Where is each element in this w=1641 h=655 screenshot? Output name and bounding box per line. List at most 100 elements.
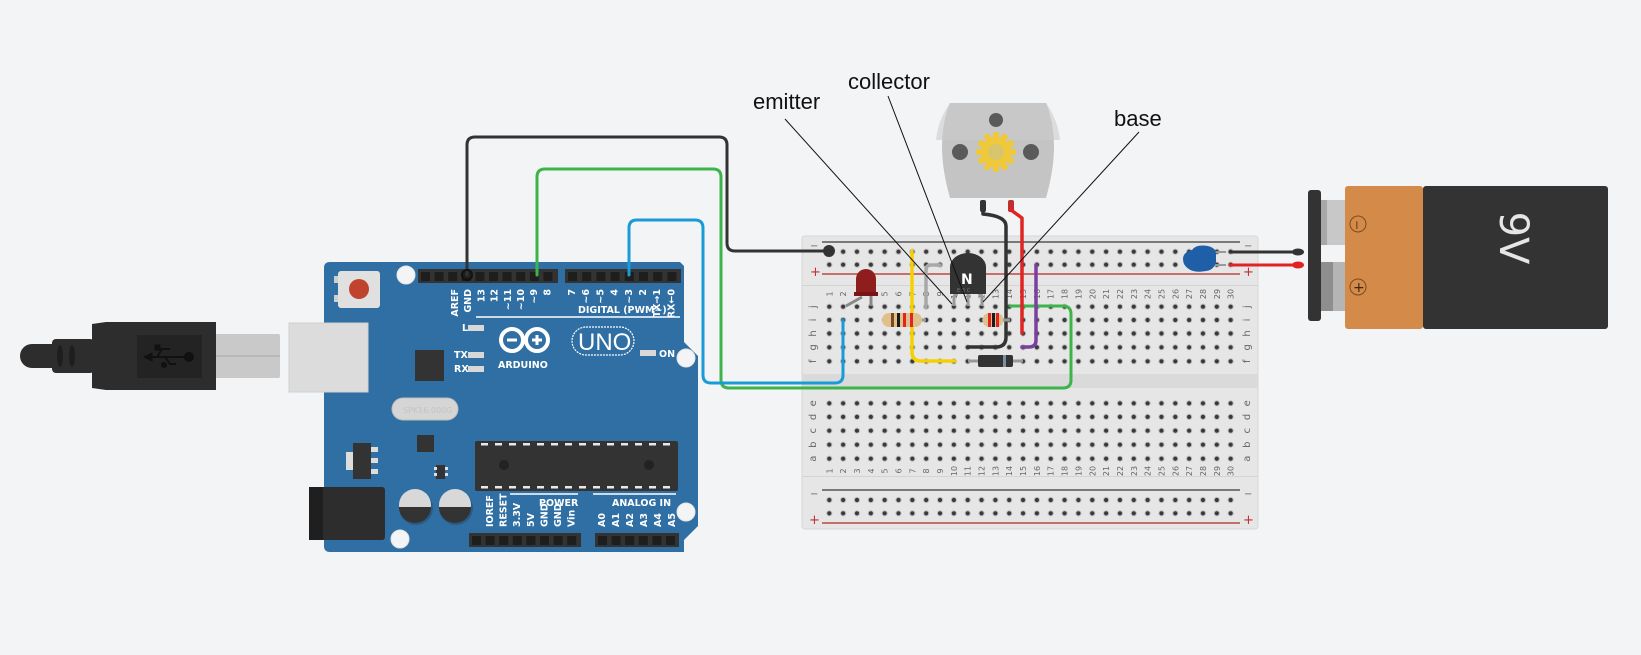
breadboard-hole[interactable]: [909, 400, 916, 407]
breadboard-hole[interactable]: [1103, 316, 1110, 324]
breadboard-hole[interactable]: [1061, 496, 1068, 504]
breadboard-hole[interactable]: [1199, 303, 1207, 310]
breadboard-hole[interactable]: [1089, 455, 1096, 462]
breadboard-hole[interactable]: [1130, 316, 1137, 324]
header-socket[interactable]: [461, 272, 471, 281]
breadboard-hole[interactable]: [1186, 441, 1193, 448]
header-socket[interactable]: [568, 272, 577, 281]
breadboard-hole[interactable]: [1172, 441, 1179, 448]
breadboard-hole[interactable]: [840, 303, 847, 310]
breadboard-hole[interactable]: [1006, 400, 1013, 407]
breadboard-hole[interactable]: [1227, 427, 1234, 434]
breadboard-hole[interactable]: [1075, 261, 1082, 268]
breadboard-hole[interactable]: [909, 455, 916, 462]
breadboard-hole[interactable]: [1047, 261, 1054, 268]
breadboard-hole[interactable]: [840, 413, 847, 420]
breadboard-hole[interactable]: [1213, 316, 1220, 324]
breadboard-hole[interactable]: [1089, 441, 1096, 448]
breadboard-hole[interactable]: [1130, 344, 1137, 351]
breadboard-hole[interactable]: [826, 441, 833, 448]
breadboard-hole[interactable]: [978, 413, 985, 420]
breadboard-hole[interactable]: [1186, 455, 1193, 462]
purple-jumper[interactable]: [1020, 263, 1038, 349]
breadboard-hole[interactable]: [1019, 496, 1027, 504]
breadboard-hole[interactable]: [1227, 316, 1234, 324]
breadboard-hole[interactable]: [1227, 400, 1234, 407]
breadboard-hole[interactable]: [1019, 413, 1027, 420]
gnd-pin-endpoint[interactable]: [461, 269, 473, 281]
breadboard-hole[interactable]: [909, 496, 916, 504]
breadboard-hole[interactable]: [1144, 330, 1151, 337]
breadboard-hole[interactable]: [881, 413, 888, 420]
breadboard-hole[interactable]: [950, 330, 957, 337]
header-socket[interactable]: [543, 272, 553, 281]
breadboard-hole[interactable]: [853, 441, 861, 448]
breadboard-hole[interactable]: [1061, 510, 1068, 517]
breadboard-hole[interactable]: [964, 400, 971, 407]
breadboard-hole[interactable]: [1061, 441, 1068, 448]
breadboard-hole[interactable]: [826, 427, 833, 434]
breadboard-hole[interactable]: [1186, 344, 1193, 351]
breadboard-hole[interactable]: [936, 441, 944, 448]
breadboard-hole[interactable]: [881, 248, 888, 255]
breadboard-hole[interactable]: [840, 441, 847, 448]
breadboard-hole[interactable]: [826, 455, 833, 462]
breadboard-hole[interactable]: [992, 510, 999, 517]
breadboard-hole[interactable]: [1199, 510, 1207, 517]
breadboard-hole[interactable]: [867, 248, 874, 255]
breadboard-hole[interactable]: [1019, 455, 1027, 462]
header-socket[interactable]: [667, 272, 677, 281]
breadboard-hole[interactable]: [1158, 344, 1165, 351]
breadboard-hole[interactable]: [1075, 496, 1082, 504]
header-socket[interactable]: [472, 536, 481, 545]
breadboard-hole[interactable]: [923, 510, 930, 517]
npn-transistor[interactable]: N E B C: [950, 253, 986, 306]
breadboard-hole[interactable]: [1006, 413, 1013, 420]
breadboard-hole[interactable]: [950, 316, 957, 324]
breadboard-hole[interactable]: [853, 248, 861, 255]
breadboard-hole[interactable]: [936, 427, 944, 434]
breadboard-hole[interactable]: [1199, 496, 1207, 504]
breadboard-hole[interactable]: [867, 400, 874, 407]
breadboard-hole[interactable]: [895, 400, 902, 407]
breadboard-hole[interactable]: [1116, 455, 1124, 462]
breadboard-hole[interactable]: [895, 427, 902, 434]
breadboard-hole[interactable]: [1047, 344, 1054, 351]
breadboard-hole[interactable]: [1019, 427, 1027, 434]
breadboard-hole[interactable]: [1130, 441, 1137, 448]
breadboard-hole[interactable]: [978, 400, 985, 407]
breadboard-hole[interactable]: [1172, 510, 1179, 517]
breadboard-hole[interactable]: [1186, 427, 1193, 434]
breadboard-hole[interactable]: [1144, 496, 1151, 504]
header-socket[interactable]: [529, 272, 539, 281]
breadboard-hole[interactable]: [895, 455, 902, 462]
breadboard-hole[interactable]: [1033, 358, 1041, 365]
breadboard-hole[interactable]: [1199, 358, 1207, 365]
breadboard-hole[interactable]: [1172, 261, 1179, 268]
breadboard-hole[interactable]: [1186, 413, 1193, 420]
breadboard-hole[interactable]: [1227, 344, 1234, 351]
usb-b-port[interactable]: [288, 322, 369, 393]
breadboard-hole[interactable]: [895, 441, 902, 448]
breadboard-hole[interactable]: [1089, 510, 1096, 517]
breadboard-hole[interactable]: [840, 510, 847, 517]
digital-header-right[interactable]: [565, 269, 681, 283]
breadboard-hole[interactable]: [1047, 316, 1054, 324]
breadboard-hole[interactable]: [1061, 344, 1068, 351]
breadboard-hole[interactable]: [1213, 510, 1220, 517]
breadboard-hole[interactable]: [867, 427, 874, 434]
resistor-2[interactable]: [982, 313, 1010, 327]
header-socket[interactable]: [526, 536, 536, 545]
breadboard-hole[interactable]: [881, 400, 888, 407]
motor-red-lead[interactable]: [1009, 208, 1024, 335]
breadboard-hole[interactable]: [1172, 400, 1179, 407]
breadboard-hole[interactable]: [964, 455, 971, 462]
breadboard-hole[interactable]: [1199, 400, 1207, 407]
breadboard-hole[interactable]: [978, 330, 985, 337]
breadboard-hole[interactable]: [950, 510, 957, 517]
breadboard-hole[interactable]: [992, 261, 999, 268]
breadboard-hole[interactable]: [1144, 248, 1151, 255]
breadboard-hole[interactable]: [923, 496, 930, 504]
breadboard-hole[interactable]: [826, 358, 833, 365]
